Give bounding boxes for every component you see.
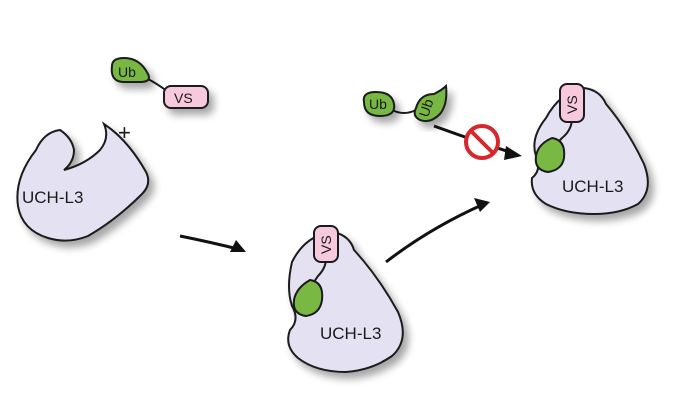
ub-probe-blob bbox=[110, 56, 150, 83]
enzyme-label-2: UCH-L3 bbox=[320, 324, 381, 343]
vs-probe-box bbox=[163, 85, 209, 109]
enzyme-label-1: UCH-L3 bbox=[22, 188, 83, 207]
ub-left-label: Ub bbox=[369, 96, 387, 112]
vs-bound-box-2 bbox=[313, 225, 339, 263]
enzyme-body-2 bbox=[287, 230, 404, 374]
ub-right-label: Ub bbox=[416, 97, 437, 119]
vs-probe-label: VS bbox=[174, 90, 193, 106]
ub-probe-label: Ub bbox=[118, 64, 136, 80]
vs-bound-box-3 bbox=[559, 83, 585, 123]
reaction-arrow-1 bbox=[179, 234, 246, 252]
vs-bound-label-3: VS bbox=[564, 95, 580, 114]
diubiquitin-linker bbox=[391, 109, 417, 114]
uch-l3-covalent-complex: VS UCH-L3 bbox=[287, 225, 404, 374]
ub-vs-probe: Ub VS bbox=[110, 56, 209, 109]
uch-l3-free: UCH-L3 bbox=[16, 121, 150, 242]
ub-bound-3 bbox=[534, 136, 566, 174]
diubiquitin-substrate: Ub Ub bbox=[362, 83, 448, 123]
reaction-arrow-2 bbox=[385, 198, 490, 264]
uch-l3-blocked-complex: VS UCH-L3 bbox=[530, 83, 649, 216]
ub-right-blob bbox=[413, 83, 448, 123]
vs-bound-label-2: VS bbox=[318, 235, 334, 254]
enzyme-label-3: UCH-L3 bbox=[562, 177, 623, 196]
ub-bound-2 bbox=[292, 278, 324, 318]
ub-left-blob bbox=[362, 90, 396, 118]
enzyme-body-1 bbox=[16, 121, 150, 242]
prohibited-icon bbox=[464, 124, 500, 160]
